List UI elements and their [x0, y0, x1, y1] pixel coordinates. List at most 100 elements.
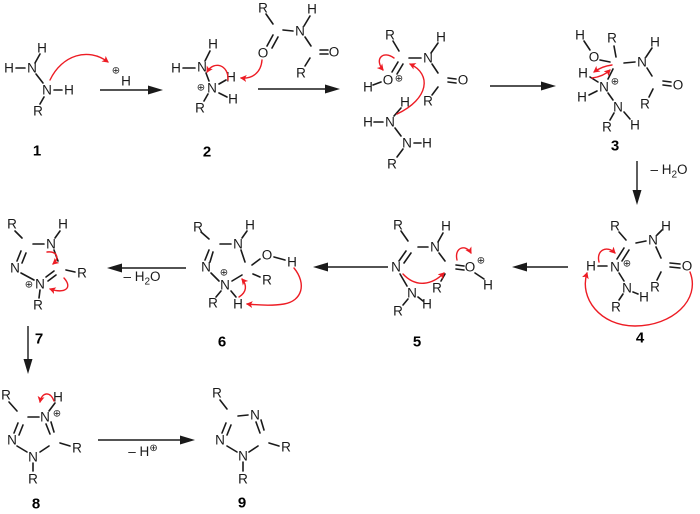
bond	[646, 67, 653, 77]
atom-label: O	[329, 45, 340, 60]
bond	[438, 252, 446, 262]
charge-plus-symbol: ⊕	[477, 256, 485, 267]
atom-label: H	[245, 218, 255, 233]
bond	[392, 40, 400, 52]
atom-label: O	[465, 260, 476, 275]
bond	[431, 86, 439, 96]
bond	[59, 442, 71, 447]
bond	[447, 77, 457, 80]
bond	[273, 256, 286, 261]
bond	[268, 442, 280, 447]
atom-label: R	[195, 101, 205, 116]
bond	[655, 246, 662, 259]
atom-label: N	[391, 260, 401, 275]
bond	[417, 296, 424, 302]
bond	[38, 289, 41, 299]
atom-label: H	[630, 118, 640, 133]
atom-label: H	[578, 66, 588, 81]
atom-label: N	[648, 233, 658, 248]
bond	[474, 272, 485, 280]
electron-pushing-arrow	[591, 69, 611, 79]
atom-label: O	[682, 259, 693, 274]
electron-pushing-arrow	[49, 53, 109, 81]
bond	[656, 229, 663, 236]
bond	[282, 29, 294, 32]
bond	[20, 272, 35, 281]
arrow-condition-label: – H⊕	[128, 443, 157, 459]
electron-pushing-arrow	[376, 54, 395, 71]
reaction-arrowhead-icon	[180, 435, 195, 445]
atom-label: H	[363, 80, 373, 95]
bond	[621, 249, 630, 262]
bond	[248, 445, 259, 453]
bond	[662, 84, 672, 87]
bond	[648, 88, 654, 98]
reaction-arrowhead-icon	[541, 81, 556, 91]
electron-pushing-arrow	[37, 393, 55, 403]
atom-label: H	[639, 290, 649, 305]
atom-label: H	[228, 92, 238, 107]
bond	[16, 445, 28, 453]
atom-label: H	[53, 390, 63, 405]
atom-label: H	[233, 297, 243, 312]
bond	[430, 42, 439, 54]
bond	[635, 240, 647, 244]
bond	[54, 230, 61, 239]
atom-label: N	[215, 433, 225, 448]
bond	[396, 148, 404, 158]
reaction-arrow	[313, 262, 388, 272]
bond	[16, 250, 22, 262]
reaction-arrow: – H2O	[107, 263, 186, 288]
bond	[399, 273, 408, 287]
bond	[45, 423, 51, 435]
atom-label: H	[441, 219, 451, 234]
bond	[215, 290, 222, 298]
atom-label: N	[220, 278, 230, 293]
atom-label: O	[589, 50, 600, 65]
reaction-arrow	[512, 262, 568, 272]
bond	[645, 47, 653, 58]
bond	[656, 271, 662, 281]
atom-label: N	[423, 51, 433, 66]
arrow-condition-label: – H2O	[123, 269, 160, 288]
bond	[204, 249, 210, 261]
bond	[50, 421, 55, 433]
bond	[304, 57, 311, 67]
bond	[607, 92, 614, 101]
atom-label: R	[281, 440, 291, 455]
atom-label: N	[637, 55, 647, 70]
bond	[255, 421, 261, 434]
atom-label: H	[661, 219, 671, 234]
atom-label: N	[207, 81, 217, 96]
bond	[251, 258, 261, 266]
bond	[396, 63, 404, 75]
atom-label: R	[610, 219, 620, 234]
atom-label: R	[258, 1, 268, 16]
bond	[45, 270, 55, 278]
electron-pushing-arrow	[402, 272, 445, 284]
atom-label: O	[258, 46, 269, 61]
atom-label: R	[296, 66, 306, 81]
bond	[221, 422, 227, 434]
charge-plus-symbol: ⊕	[112, 66, 120, 77]
bond	[14, 230, 23, 239]
atom-label: H	[483, 278, 493, 293]
atom-label: H	[64, 83, 74, 98]
bond	[65, 269, 76, 273]
reaction-arrow: – H2O	[632, 161, 688, 205]
reaction-arrow: – H⊕	[98, 435, 195, 459]
bond	[623, 61, 636, 64]
atom-label: H	[171, 61, 181, 76]
atom-label: R	[33, 104, 43, 119]
electron-pushing-arrow	[455, 246, 472, 261]
electron-pushing-arrow	[238, 278, 249, 298]
atom-label: N	[385, 115, 395, 130]
charge-plus-symbol: ⊕	[53, 409, 61, 420]
electron-pushing-arrow	[597, 246, 616, 263]
